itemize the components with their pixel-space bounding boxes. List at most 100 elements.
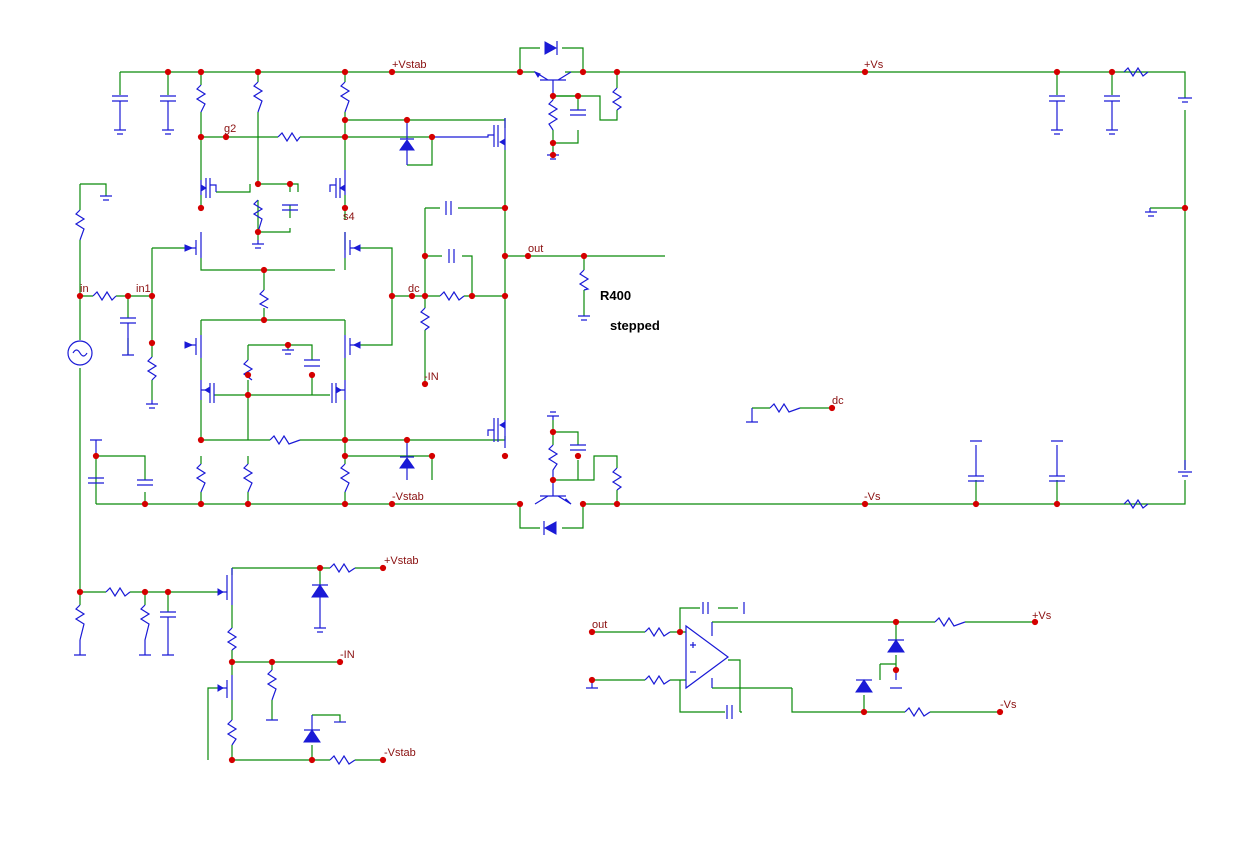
capacitor — [160, 95, 176, 135]
resistor — [74, 209, 86, 241]
jfet — [184, 335, 202, 358]
resistor — [578, 269, 590, 291]
resistor — [769, 402, 801, 414]
capacitor — [304, 359, 320, 367]
resistor — [644, 674, 671, 686]
net-label-vs-neg-servo: -Vs — [1000, 699, 1017, 711]
annotation-stepped: stepped — [610, 318, 660, 333]
ac-source-icon — [67, 340, 93, 366]
resistor — [139, 604, 151, 656]
mosfet — [200, 380, 215, 403]
resistor — [105, 586, 131, 598]
jfet — [217, 568, 233, 605]
diode — [543, 521, 557, 535]
resistor — [226, 627, 238, 651]
resistor — [195, 463, 207, 493]
capacitor — [968, 440, 984, 482]
resistor — [329, 562, 356, 574]
resistor — [339, 463, 351, 493]
resistor — [1123, 498, 1149, 510]
net-label-neg-in-reg: -IN — [340, 649, 355, 661]
battery — [1178, 460, 1192, 477]
resistor — [226, 719, 238, 746]
net-label-dc-test: dc — [832, 395, 844, 407]
capacitor — [448, 249, 455, 263]
resistor — [258, 289, 270, 309]
bjt-transistor — [533, 70, 572, 96]
diode — [544, 41, 558, 55]
wires — [79, 47, 1186, 761]
net-label-out-servo: out — [592, 619, 607, 631]
annotation-r400: R400 — [600, 288, 631, 303]
jfet — [344, 232, 361, 258]
resistor — [242, 463, 254, 493]
resistor — [329, 754, 356, 766]
resistor — [611, 467, 623, 491]
node-dots — [76, 68, 1189, 764]
net-label-vstab-pos-reg: +Vstab — [384, 555, 419, 567]
capacitor — [726, 705, 733, 719]
diode — [399, 120, 415, 165]
resistor — [252, 199, 264, 233]
op-amp-icon — [685, 622, 730, 690]
resistor — [547, 444, 559, 478]
resistor — [547, 99, 559, 131]
net-label-neg-in: -IN — [424, 371, 439, 383]
capacitor — [137, 479, 153, 486]
jfet — [217, 675, 233, 700]
ground-symbol — [578, 315, 590, 321]
resistor — [339, 81, 351, 113]
ground-symbol — [1145, 208, 1157, 217]
capacitor — [120, 317, 136, 356]
resistor — [266, 669, 278, 721]
ground-symbol — [100, 195, 112, 201]
resistor — [269, 434, 301, 446]
ground-symbol — [547, 411, 559, 420]
ground-symbol — [146, 400, 158, 409]
resistor — [611, 87, 623, 111]
capacitor — [1049, 95, 1065, 135]
resistor — [1123, 66, 1149, 78]
resistor — [195, 84, 207, 113]
diode — [855, 679, 873, 693]
annotations: R400 stepped — [600, 288, 660, 333]
net-label-vs-pos-servo: +Vs — [1032, 610, 1052, 622]
battery — [1178, 97, 1192, 103]
diode — [399, 440, 415, 480]
net-label-in1: in1 — [136, 283, 151, 295]
capacitor — [445, 201, 452, 215]
mosfet — [200, 178, 217, 198]
resistor — [439, 290, 465, 302]
resistor — [252, 81, 264, 113]
ground-symbol — [252, 240, 264, 249]
bjt-transistor — [534, 480, 572, 505]
resistor — [934, 616, 966, 628]
capacitor — [88, 439, 104, 484]
capacitor — [1104, 95, 1120, 135]
diode — [303, 715, 321, 743]
net-label-vstab-neg: -Vstab — [392, 491, 424, 503]
resistor — [419, 307, 431, 331]
capacitor — [160, 611, 176, 656]
mosfet — [487, 418, 506, 448]
mosfet — [331, 380, 346, 403]
resistor — [146, 356, 158, 381]
mosfet — [432, 118, 506, 150]
jfet — [344, 335, 361, 358]
capacitor — [1049, 440, 1065, 482]
capacitor — [112, 95, 128, 135]
net-labels: +Vstab +Vs g2 s4 out in in1 dc -IN -Vsta… — [80, 59, 1052, 759]
components — [67, 41, 1192, 766]
resistor — [644, 626, 671, 638]
net-label-dc: dc — [408, 283, 420, 295]
ground-symbol — [746, 408, 758, 423]
net-label-vs-pos: +Vs — [864, 59, 884, 71]
net-label-in: in — [80, 283, 89, 295]
resistor — [904, 706, 931, 718]
resistor — [277, 131, 301, 143]
resistor — [92, 290, 117, 302]
resistor — [74, 604, 86, 641]
net-label-out: out — [528, 243, 543, 255]
jfet — [184, 232, 202, 258]
